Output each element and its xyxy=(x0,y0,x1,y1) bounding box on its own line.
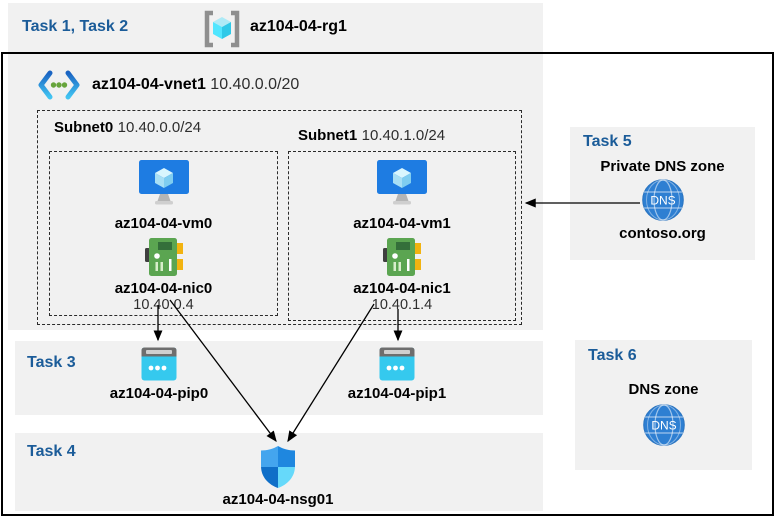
vnet-icon xyxy=(38,70,80,100)
vnet-title: az104-04-vnet1 10.40.0.0/20 xyxy=(92,76,299,94)
nsg-name: az104-04-nsg01 xyxy=(222,491,334,508)
task5-panel: Task 5 Private DNS zone DNS contoso.org xyxy=(570,127,755,260)
nic1-name: az104-04-nic1 xyxy=(353,280,451,297)
pip1-name: az104-04-pip1 xyxy=(347,385,447,402)
subnet0-cidr: 10.40.0.0/24 xyxy=(117,119,202,136)
nic1-ip: 10.40.1.4 xyxy=(371,297,433,313)
private-dns-zone-title: Private DNS zone xyxy=(600,158,725,175)
vnet-cidr: 10.40.0.0/20 xyxy=(210,76,300,93)
task12-heading: Task 1, Task 2 xyxy=(22,18,129,35)
public-ip1-icon xyxy=(379,347,415,381)
nic0-name: az104-04-nic0 xyxy=(114,280,213,297)
private-dns-icon: DNS xyxy=(641,179,684,221)
nic1-icon xyxy=(383,238,421,276)
pip0-name: az104-04-pip0 xyxy=(109,385,209,402)
svg-text:DNS: DNS xyxy=(650,194,675,208)
private-dns-zone-name: contoso.org xyxy=(619,225,706,242)
subnet1-cidr: 10.40.1.0/24 xyxy=(361,127,446,144)
subnet1-label: Subnet1 10.40.1.0/24 xyxy=(298,127,446,144)
subnet0-label: Subnet0 10.40.0.0/24 xyxy=(54,119,202,136)
nsg-node: az104-04-nsg01 xyxy=(208,446,348,508)
vm0-icon xyxy=(138,160,189,205)
vnet-address-space-box: Subnet0 10.40.0.0/24 Subnet1 10.40.1.0/2… xyxy=(37,110,522,325)
task5-heading: Task 5 xyxy=(583,133,632,150)
task6-heading: Task 6 xyxy=(588,347,637,364)
task4-heading: Task 4 xyxy=(27,443,76,460)
nic0-ip: 10.40.0.4 xyxy=(133,297,194,313)
task3-heading: Task 3 xyxy=(27,354,76,371)
resource-group-name: az104-04-rg1 xyxy=(250,18,347,35)
task6-panel: Task 6 DNS zone DNS xyxy=(575,340,752,470)
pip0-node: az104-04-pip0 xyxy=(89,347,229,402)
vnet-container: az104-04-vnet1 10.40.0.0/20 Subnet0 10.4… xyxy=(8,54,543,330)
vnet-name: az104-04-vnet1 xyxy=(92,76,206,93)
resource-group-band: Task 1, Task 2 az104-04-rg1 xyxy=(8,3,543,52)
nsg-shield-icon xyxy=(261,446,295,488)
dns-zone-icon: DNS xyxy=(642,404,685,446)
resource-group-icon xyxy=(204,10,240,48)
dns-zone-title: DNS zone xyxy=(628,381,699,398)
vm1-icon xyxy=(377,160,427,205)
svg-text:DNS: DNS xyxy=(651,419,676,433)
task3-band: Task 3 az104-04-pip0 az104-04-pip1 xyxy=(15,341,543,415)
public-ip0-icon xyxy=(141,347,177,381)
subnet1-box: az104-04-vm1 az104-04-nic1 10.40.1.4 xyxy=(288,151,516,321)
vm0-name: az104-04-vm0 xyxy=(114,215,213,232)
pip1-node: az104-04-pip1 xyxy=(327,347,467,402)
task4-band: Task 4 az104-04-nsg01 xyxy=(15,433,543,511)
vm1-name: az104-04-vm1 xyxy=(353,215,451,232)
nic0-icon xyxy=(144,238,183,276)
subnet0-box: az104-04-vm0 az104-04-nic0 10.40.0.4 xyxy=(49,151,278,316)
